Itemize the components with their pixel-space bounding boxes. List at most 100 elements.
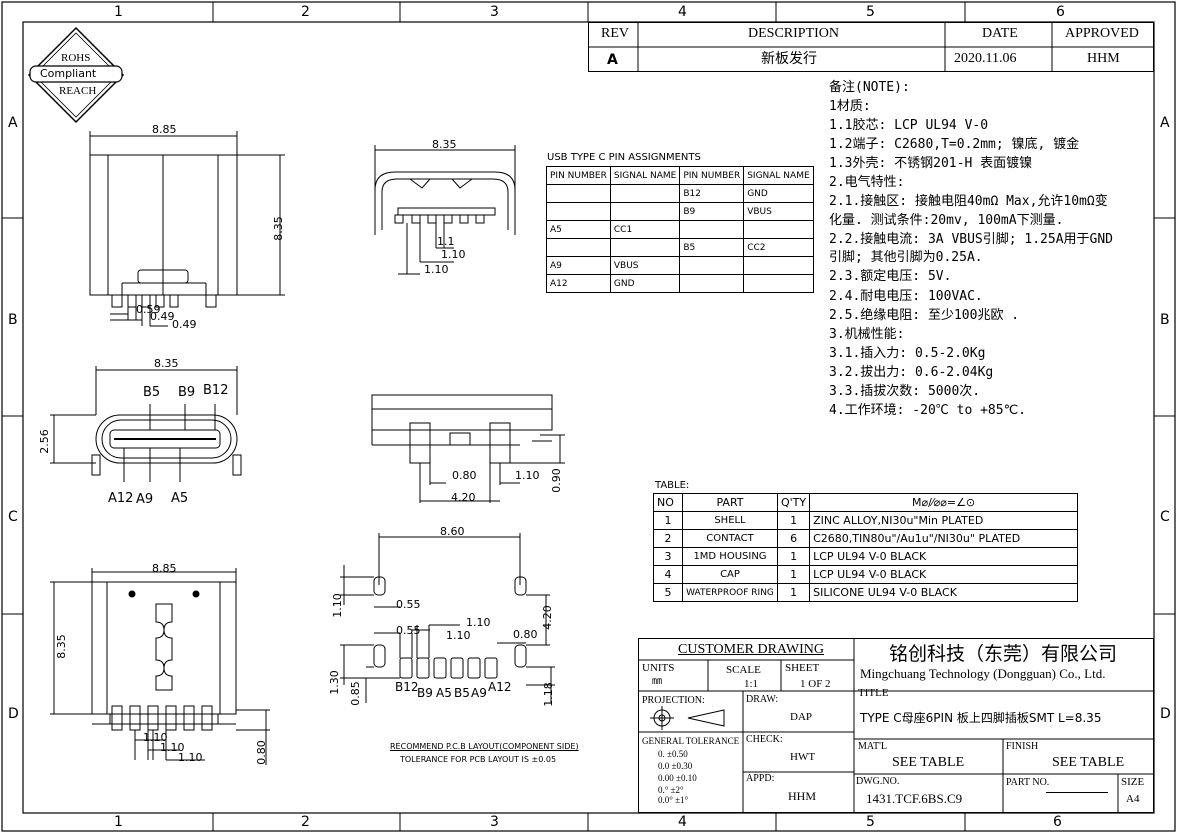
table-cell [546,202,611,221]
rev-header-rev: REV [601,26,629,41]
col-label-5-bottom: 5 [866,814,875,830]
note-line: 4.工作环境: -20℃ to +85℃. [829,403,1026,418]
table-cell: 1 [776,511,811,530]
company-name-en: Mingchuang Technology (Dongguan) Co., Lt… [860,666,1106,681]
table-cell: A12 [546,274,611,293]
table-cell: SILICONE UL94 V-0 BLACK [809,583,1078,602]
dim-label: 1.10 [178,751,203,764]
note-line: 2.电气特性: [829,175,905,190]
table-header: SIGNAL NAME [609,166,681,185]
dim-label: 0.85 [348,681,362,706]
part-no-label: PART NO. [1006,777,1050,788]
finish-value: SEE TABLE [1052,755,1125,770]
pcb-pin-label: A12 [488,680,512,694]
dwg-no-label: DWG.NO. [856,776,900,787]
row-label-c-right: C [1160,509,1170,525]
row-label-b-right: B [1160,312,1170,328]
table-cell: CONTACT [682,529,778,548]
dim-label: 1.18 [541,682,555,707]
top-view-drawing [89,131,285,327]
dim-label: 4.20 [540,605,554,630]
table-cell [743,220,814,239]
table-cell [679,256,745,275]
note-line: 备注(NOTE): [829,80,910,95]
rev-value: A [607,52,618,68]
bom-table: NO PART Q'TY M⌀∕⁄⌀⌀=∠⊙ 1 SHELL 1 ZINC AL… [653,493,1078,602]
table-cell: 1 [776,565,811,584]
pcb-pin-label: A5 [436,686,452,700]
size-value: A4 [1126,793,1140,805]
rev-date: 2020.11.06 [954,51,1017,66]
table-cell: 1 [653,511,683,530]
logo-rohs: ROHS [61,52,91,64]
note-line: 2.4.耐电电压: 100VAC. [829,289,983,304]
dwg-no-value: 1431.TCF.6BS.C9 [866,791,963,806]
table-cell: VBUS [743,202,814,221]
col-label-6: 6 [1056,4,1065,20]
tolerance-line: 0.° ±2° [658,785,684,795]
table-cell [546,238,611,257]
table-row: B9 VBUS [546,202,814,221]
check-label: CHECK: [746,734,783,745]
dim-label: 0.90 [549,468,563,493]
dim-label: 1.1 [437,235,455,248]
table-header: PIN NUMBER [679,166,745,185]
note-line: 2.5.绝缘电阻: 至少100兆欧 . [829,308,1020,323]
dim-label: 0.49 [150,310,175,323]
projection-label: PROJECTION: [642,695,705,706]
table-cell: 4 [653,565,683,584]
table-row: 3 1MD HOUSING 1 LCP UL94 V-0 BLACK [653,547,1078,566]
rev-header-approved: APPROVED [1065,26,1139,41]
tolerance-label: GENERAL TOLERANCE [642,736,740,746]
table-cell: WATERPROOF RING [682,583,778,602]
table-cell: CC1 [609,220,681,239]
pin-label-b12: B12 [203,383,229,398]
rev-approved: HHM [1087,51,1120,66]
col-label-1: 1 [114,4,123,20]
table-row: PIN NUMBER SIGNAL NAME PIN NUMBER SIGNAL… [546,166,814,185]
pcb-note-tolerance: TOLERANCE FOR PCB LAYOUT IS ±0.05 [400,755,557,764]
revision-table: REV DESCRIPTION DATE APPROVED A 新板发行 202… [588,22,1154,72]
note-line: 化量. 测试条件:20mv, 100mA下测量. [829,213,1064,228]
dim-label: 0.59 [136,303,161,316]
table-cell: 5 [653,583,683,602]
table-row: 4 CAP 1 LCP UL94 V-0 BLACK [653,565,1078,584]
col-label-5: 5 [866,4,875,20]
table-row: B12 GND [546,184,814,203]
row-label-a: A [8,115,18,131]
dim-label: 0.55 [396,598,421,611]
table-cell [609,238,681,257]
table-cell [609,202,681,221]
bom-title: TABLE: [655,480,690,491]
tolerance-line: 0. ±0.50 [658,749,688,759]
side-view-drawing [374,145,516,275]
note-line: 2.2.接触电流: 3A VBUS引脚; 1.25A用于GND [829,232,1114,247]
table-cell: ZINC ALLOY,NI30u"Min PLATED [809,511,1078,530]
table-cell: GND [609,274,681,293]
draw-label: DRAW: [746,694,779,705]
dim-label: 1.10 [441,248,466,261]
part-no-value [1046,792,1108,793]
pin-label-b9: B9 [178,385,196,400]
table-cell [609,184,681,203]
dim-label: 1.10 [466,616,491,629]
pin-assignment-table: PIN NUMBER SIGNAL NAME PIN NUMBER SIGNAL… [546,166,814,293]
row-label-d-right: D [1160,706,1171,722]
col-label-4: 4 [678,4,687,20]
dim-label: 1.10 [424,263,449,276]
tolerance-line: 0.00 ±0.10 [658,773,697,783]
scale-label: SCALE [726,664,761,676]
scale-value: 1:1 [744,678,759,690]
drawing-title: TYPE C母座6PIN 板上四脚插板SMT L=8.35 [860,711,1102,725]
rohs-logo: ROHS Compliant REACH [26,25,126,125]
table-cell: 1MD HOUSING [682,547,778,566]
note-line: 3.1.插入力: 0.5-2.0Kg [829,346,986,361]
row-label-c: C [8,509,18,525]
dim-label: 8.85 [152,562,177,575]
finish-label: FINISH [1006,741,1039,752]
pin-label-a5: A5 [171,491,189,506]
pcb-pin-label: B9 [417,686,433,700]
pcb-pin-label: B5 [454,686,470,700]
dim-label: 1.10 [330,593,344,618]
table-cell [743,274,814,293]
